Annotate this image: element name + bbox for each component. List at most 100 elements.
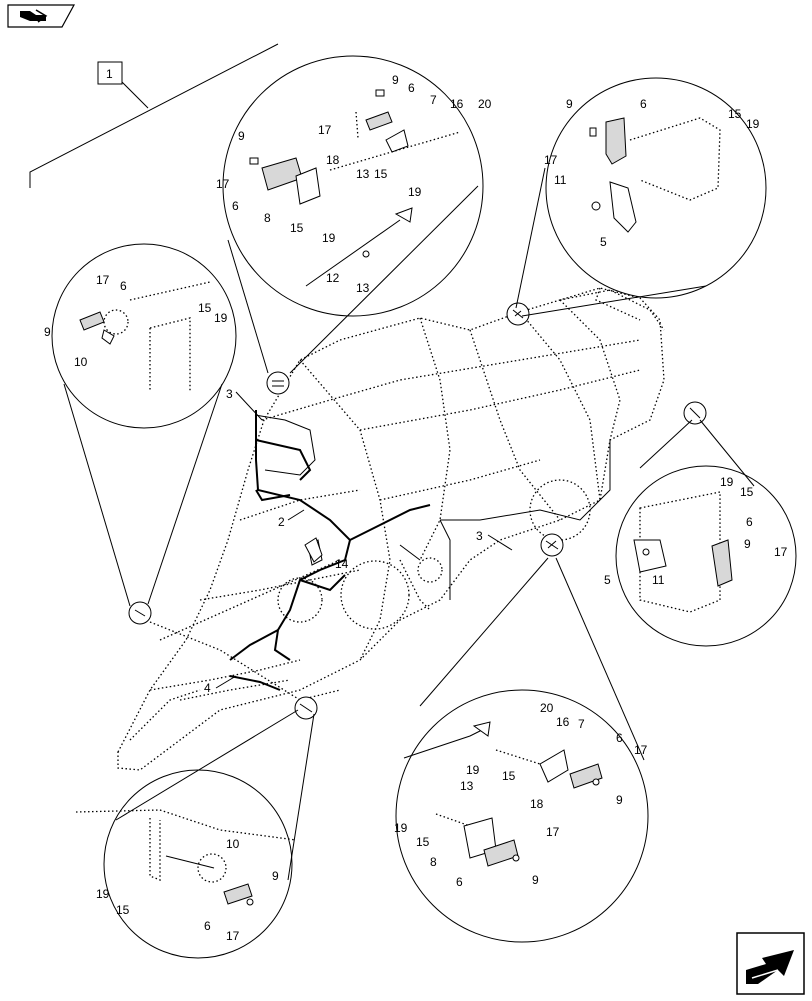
nut-9b — [592, 778, 600, 786]
callout-label: 15 — [502, 769, 516, 783]
baler-machine: 3 2 14 3 4 — [117, 287, 707, 771]
callout-label: 9 — [744, 537, 751, 551]
lamp-6-upper — [365, 111, 393, 131]
callout-label: 19 — [96, 887, 110, 901]
bracket-5 — [609, 181, 637, 233]
callout-label: 20 — [478, 97, 492, 111]
callout-label: 8 — [430, 855, 437, 869]
callout-3-a: 3 — [226, 387, 233, 401]
callout-label: 19 — [466, 763, 480, 777]
callout-label: 13 — [356, 167, 370, 181]
callout-label: 6 — [616, 731, 623, 745]
callout-label: 16 — [556, 715, 570, 729]
callout-label: 9 — [238, 129, 245, 143]
callout-2: 2 — [278, 515, 285, 529]
next-page-button[interactable] — [736, 932, 806, 996]
callout-label: 17 — [774, 545, 788, 559]
callout-label: 5 — [604, 573, 611, 587]
grommet-11 — [642, 548, 650, 556]
callout-label: 19 — [720, 475, 734, 489]
callout-label: 19 — [394, 821, 408, 835]
detail-right: 19 15 6 9 17 5 11 — [604, 419, 797, 647]
bracket-8 — [295, 167, 321, 205]
lamp-6 — [223, 883, 253, 905]
callout-label: 17 — [216, 177, 230, 191]
callout-label: 8 — [264, 211, 271, 225]
callout-label: 10 — [74, 355, 88, 369]
callout-label: 17 — [96, 273, 110, 287]
callout-label: 18 — [530, 797, 544, 811]
callout-label: 15 — [374, 167, 388, 181]
callout-label: 5 — [600, 235, 607, 249]
callout-3-b: 3 — [476, 529, 483, 543]
grommet-11 — [591, 201, 601, 211]
callout-label: 17 — [634, 743, 648, 757]
harness-end — [394, 207, 413, 223]
detail-bottom-center: 20 16 7 6 17 19 15 18 9 13 19 15 17 8 6 … — [394, 557, 649, 943]
callout-label: 20 — [540, 701, 554, 715]
callout-label: 9 — [392, 73, 399, 87]
callout-label: 7 — [578, 717, 585, 731]
clip-12 — [362, 250, 370, 258]
callout-label: 16 — [450, 97, 464, 111]
light-unit — [304, 537, 323, 563]
nut-9 — [246, 898, 254, 906]
callout-label: 6 — [746, 515, 753, 529]
callout-label: 15 — [728, 107, 742, 121]
callout-label: 17 — [544, 153, 558, 167]
callout-label: 12 — [326, 271, 340, 285]
callout-label: 19 — [322, 231, 336, 245]
callout-label: 15 — [198, 301, 212, 315]
callout-label: 11 — [652, 573, 665, 587]
callout-label: 13 — [356, 281, 370, 295]
callout-label: 17 — [318, 123, 332, 137]
callout-label: 15 — [740, 485, 754, 499]
detail-top-center: 9 6 7 16 20 17 18 15 19 9 17 6 13 8 15 1… — [216, 55, 492, 374]
nut-9 — [589, 127, 597, 137]
callout-label: 15 — [290, 221, 304, 235]
callout-label: 6 — [456, 875, 463, 889]
lamp-6 — [79, 311, 105, 331]
lamp-6 — [605, 117, 627, 165]
diagram-nav-icon — [7, 4, 76, 28]
callout-label: 10 — [226, 837, 240, 851]
detail-left: 17 6 15 19 9 10 — [44, 243, 237, 607]
callout-14: 14 — [335, 557, 349, 571]
callout-label: 13 — [460, 779, 474, 793]
callout-label: 6 — [408, 81, 415, 95]
bracket-5 — [633, 539, 667, 573]
callout-label: 7 — [430, 93, 437, 107]
callout-label: 15 — [116, 903, 130, 917]
callout-label: 17 — [546, 825, 560, 839]
callout-label: 19 — [746, 117, 760, 131]
locator-top-center — [266, 371, 290, 395]
callout-label: 9 — [566, 97, 573, 111]
callout-label: 6 — [120, 279, 127, 293]
ref-main-label: 1 — [106, 67, 113, 81]
callout-label: 15 — [416, 835, 430, 849]
callout-label: 6 — [232, 199, 239, 213]
callout-label: 6 — [640, 97, 647, 111]
main-reference: 1 — [29, 43, 279, 188]
lamp-6-upper — [569, 763, 603, 789]
reference-box — [97, 61, 123, 85]
callout-label: 19 — [214, 311, 228, 325]
callout-label: 17 — [226, 929, 240, 943]
callout-label: 11 — [554, 173, 567, 187]
callout-label: 19 — [408, 185, 422, 199]
detail-bottom-left: 10 9 19 15 6 17 — [75, 709, 315, 959]
callout-label: 9 — [44, 325, 51, 339]
diagram-nav-button[interactable] — [6, 4, 76, 28]
harness-end — [472, 721, 491, 737]
callout-label: 18 — [326, 153, 340, 167]
callout-label: 9 — [532, 873, 539, 887]
lamp-6-lower — [261, 157, 303, 191]
callout-label: 9 — [272, 869, 279, 883]
callout-label: 6 — [204, 919, 211, 933]
clip-10 — [101, 329, 115, 345]
callout-label: 9 — [616, 793, 623, 807]
nut-9b — [249, 157, 259, 165]
callout-4: 4 — [204, 681, 211, 695]
nut-9 — [375, 89, 385, 97]
